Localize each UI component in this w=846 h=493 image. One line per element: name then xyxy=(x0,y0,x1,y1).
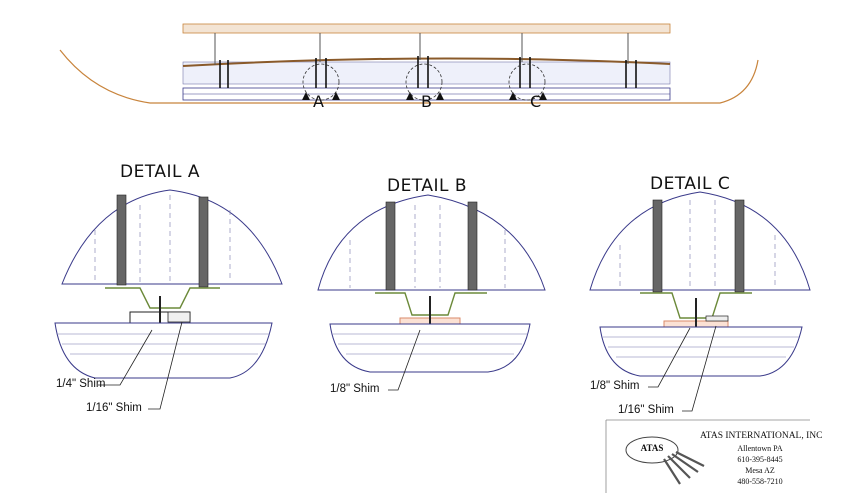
detail-a-shim-1: 1/4" Shim xyxy=(56,378,106,390)
panel-dome-b xyxy=(317,194,546,291)
detail-c-title: DETAIL C xyxy=(650,174,731,194)
title-block-frame xyxy=(605,419,810,493)
leader-c2 xyxy=(682,325,717,412)
leader-c1 xyxy=(648,327,691,388)
insulation-layer xyxy=(182,61,671,85)
leader-b xyxy=(388,329,421,391)
shim-c2 xyxy=(705,315,729,322)
screw-thread-c1 xyxy=(652,199,663,293)
screw-thread-c2 xyxy=(734,199,745,293)
base-plate-c xyxy=(599,326,803,377)
base-plate-b xyxy=(329,323,531,373)
detail-a-title: DETAIL A xyxy=(120,162,201,182)
section-view xyxy=(59,23,759,104)
section-marker-a: A xyxy=(313,92,324,111)
company-name: ATAS INTERNATIONAL, INC xyxy=(700,431,823,441)
purlin-clip-a xyxy=(105,287,220,309)
detail-b-title: DETAIL B xyxy=(387,176,468,196)
detail-c-graphic xyxy=(589,191,811,412)
screw-thread-a1 xyxy=(116,194,127,286)
section-arrows xyxy=(302,92,547,100)
panel-ribs-a xyxy=(94,195,231,282)
section-marker-b: B xyxy=(421,92,432,111)
base-plate-a xyxy=(54,322,273,379)
phone-2: 480-558-7210 xyxy=(737,477,783,486)
atas-logo-text: ATAS xyxy=(640,443,664,453)
screw-thread-a2 xyxy=(198,196,209,288)
section-marker-c: C xyxy=(530,92,542,111)
leader-a1 xyxy=(98,329,153,386)
detail-a-graphic xyxy=(54,189,283,410)
city-1: Allentown PA xyxy=(737,444,783,453)
atas-logo-mark xyxy=(625,436,679,464)
support-posts xyxy=(214,33,629,65)
detail-b-shim-1: 1/8" Shim xyxy=(330,383,380,395)
logo-pins xyxy=(663,451,705,485)
screw-thread-b1 xyxy=(385,201,396,291)
leader-a2 xyxy=(148,321,183,410)
detail-c-shim-2: 1/16" Shim xyxy=(618,404,674,416)
fastener-pairs xyxy=(219,56,637,88)
detail-circles xyxy=(302,63,546,101)
detail-c-shim-1: 1/8" Shim xyxy=(590,380,640,392)
panel-dome-c xyxy=(589,191,811,291)
phone-1: 610-395-8445 xyxy=(737,455,783,464)
city-2: Mesa AZ xyxy=(745,466,775,475)
detail-b-graphic xyxy=(317,194,546,391)
wall-outline xyxy=(59,49,759,104)
detail-a-shim-2: 1/16" Shim xyxy=(86,402,142,414)
shim-block-a2 xyxy=(167,311,191,323)
screw-thread-b2 xyxy=(467,201,478,291)
roof-deck-top xyxy=(182,23,671,34)
